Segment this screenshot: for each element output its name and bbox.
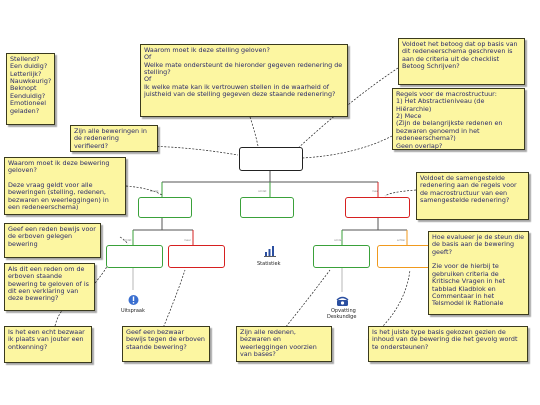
note-key-words: Stellend? Een duidig? Letterlijk? Nauwke… xyxy=(6,53,55,125)
reason-box-left[interactable] xyxy=(138,197,192,218)
note-all-claims: Zijn alle beweringen in de redenering ve… xyxy=(70,125,158,152)
note-doubt: Als dit een reden om de erboven staande … xyxy=(4,263,95,311)
telephone-icon[interactable] xyxy=(336,292,349,306)
connector-tag: omdat xyxy=(258,190,267,193)
statistic-basis-label: Statistiek xyxy=(257,261,281,267)
note-why-believe: Waarom moet ik deze bewering geloven? De… xyxy=(4,157,126,215)
main-claim-box[interactable] xyxy=(239,147,303,171)
connector-tag: maar xyxy=(184,239,191,242)
note-evaluate: Hoe evalueer je de steun die de basis aa… xyxy=(428,231,529,315)
public-basis-label-1: Opvatting xyxy=(331,308,356,314)
reason-box-lower-left[interactable] xyxy=(106,245,163,268)
connector-tag: echter xyxy=(397,239,406,242)
note-all-reasons: Zijn alle redenen, bezwaren en weerleggi… xyxy=(236,326,332,362)
note-checklist: Voldoet het betoog dat op basis van dit … xyxy=(398,38,525,85)
note-right-basis: Is het juiste type basis gekozen gezien … xyxy=(368,326,528,362)
note-main-question: Waarom moet ik deze stelling geloven? Of… xyxy=(140,44,348,117)
note-give-reason: Geef een reden bewijs voor de erboven ge… xyxy=(4,223,101,258)
note-rules-macro: Regels voor de macrostructuur: 1) Het Ab… xyxy=(392,88,525,150)
reason-box-lower-right[interactable] xyxy=(313,245,370,268)
note-give-objection: Geef een bezwaar bewijs tegen de erboven… xyxy=(122,326,210,362)
note-real-objection: Is het een echt bezwaar ik plaats van jo… xyxy=(4,326,92,363)
note-sum-rules: Voldoet de samengestelde redenering aan … xyxy=(416,172,529,220)
connector-tag: omdat xyxy=(150,190,159,193)
connector-tag: maar xyxy=(372,190,379,193)
connector-tag: omdat xyxy=(334,239,343,242)
rebuttal-box-lower-right[interactable] xyxy=(377,245,434,268)
bar-chart-icon[interactable] xyxy=(264,242,276,257)
expert-basis-label: Uitspraak xyxy=(121,308,145,314)
objection-box-lower-left[interactable] xyxy=(168,245,225,268)
objection-box-right[interactable] xyxy=(345,197,410,218)
exclamation-icon[interactable] xyxy=(128,291,139,305)
reason-box-center[interactable] xyxy=(240,197,294,218)
tree-connectors xyxy=(132,171,408,292)
public-basis-label-2: Deskundige xyxy=(327,314,357,320)
connector-tag: omdat xyxy=(123,239,132,242)
